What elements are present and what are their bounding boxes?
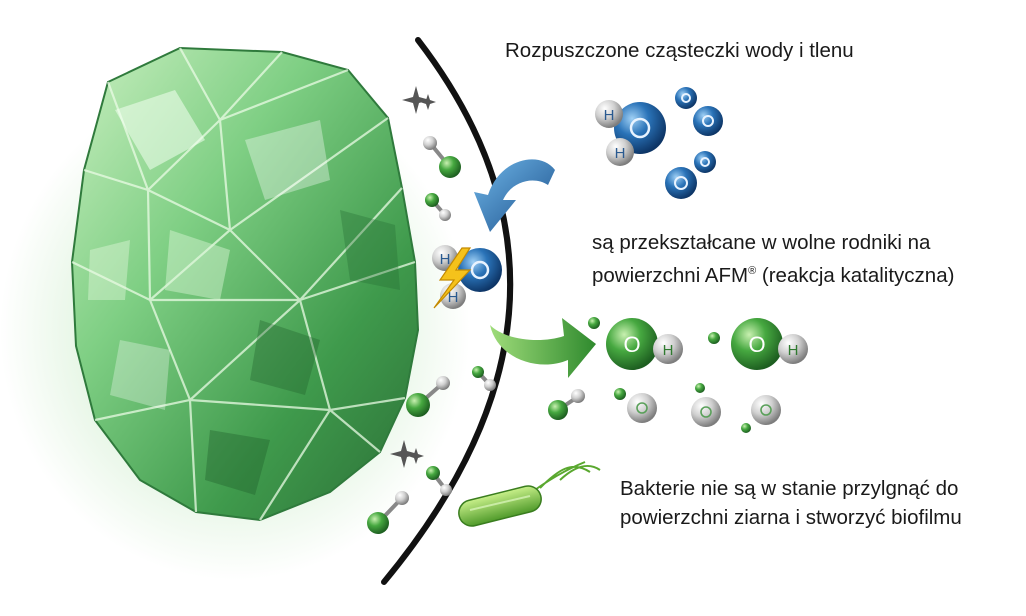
hydrogen-label: H — [663, 342, 674, 359]
water-molecule: H H — [595, 100, 666, 166]
caption-text: Rozpuszczone cząsteczki wody i tlenu — [505, 39, 854, 62]
sparkle-icon — [402, 86, 436, 114]
hydrogen-label: H — [440, 251, 451, 268]
hydrogen-label: H — [604, 107, 615, 124]
radical-molecule-small — [472, 366, 496, 391]
radical-molecule-small — [425, 193, 451, 221]
radical-particles — [588, 317, 751, 433]
caption-text: powierzchni AFM — [592, 264, 749, 287]
caption-bacteria: Bakterie nie są w stanie przylgnąć do po… — [620, 474, 962, 532]
green-arrow-icon — [490, 318, 596, 378]
hydrogen-label: H — [788, 342, 799, 359]
oxygen-label: O — [623, 332, 640, 357]
lightning-bolt-icon — [433, 247, 472, 309]
hydrogen-label: H — [448, 289, 459, 306]
caption-dissolved-molecules: Rozpuszczone cząsteczki wody i tlenu — [505, 36, 854, 65]
caption-text: (reakcja katalityczna) — [756, 264, 955, 287]
surface-boundary-arc — [381, 37, 514, 585]
radical-molecule-small — [367, 491, 409, 534]
caption-line: Bakterie nie są w stanie przylgnąć do — [620, 477, 959, 500]
caption-line: powierzchni AFM® (reakcja katalityczna) — [592, 257, 954, 290]
radical-molecule-small — [406, 376, 450, 417]
caption-free-radicals: są przekształcane w wolne rodniki na pow… — [592, 228, 954, 290]
bacterium-icon — [458, 461, 601, 527]
oxygen-molecule — [675, 87, 723, 136]
oxygen-label: O — [748, 332, 765, 357]
activated-water-molecule: H H — [432, 245, 502, 309]
hydrogen-label: H — [615, 145, 626, 162]
caption-line: są przekształcane w wolne rodniki na — [592, 231, 931, 254]
radical-molecule-small — [548, 389, 585, 420]
sparkle-icon — [390, 440, 424, 468]
blue-arrow-icon — [474, 159, 555, 232]
caption-line: powierzchni ziarna i stworzyć biofilmu — [620, 506, 962, 529]
radical-molecule-small — [423, 136, 461, 178]
registered-mark: ® — [748, 265, 757, 277]
radical-molecule-small — [426, 466, 452, 496]
glass-grain-illustration — [0, 46, 470, 580]
oxygen-molecule — [665, 151, 716, 199]
hydroxyl-radical: O H — [606, 318, 683, 370]
hydroxyl-radical: O H — [731, 318, 808, 370]
reduced-oxygen-atoms — [627, 393, 781, 427]
